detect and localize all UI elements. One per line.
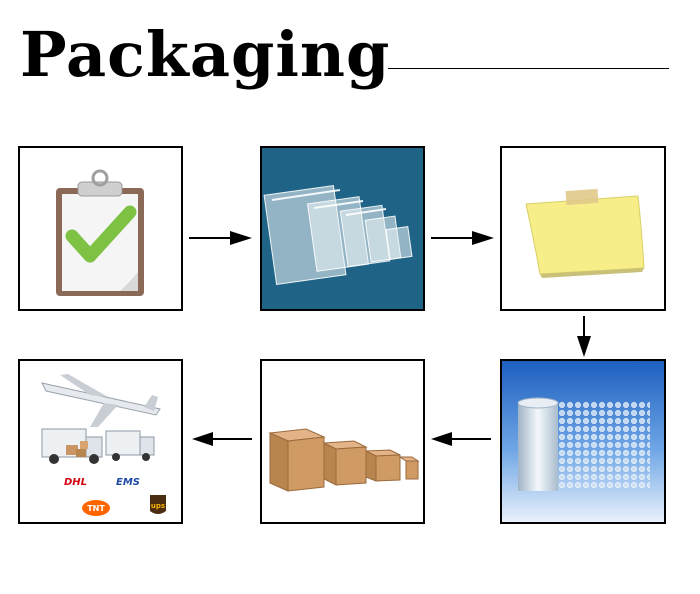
ems-logo: EMS	[116, 477, 140, 488]
ups-logo: ups	[151, 502, 165, 510]
cartons-icon	[268, 428, 420, 492]
tnt-logo-badge	[82, 500, 110, 516]
arrow-step1-to-step2	[188, 230, 254, 246]
step-shipping: DHL EMS TNT ups	[18, 359, 183, 524]
sticky-note-icon	[525, 188, 645, 278]
title-underline	[388, 68, 669, 69]
airplane-icon	[41, 374, 161, 427]
step-cartons	[260, 359, 425, 524]
step-checklist	[18, 146, 183, 311]
arrow-step2-to-step3	[430, 230, 496, 246]
dhl-logo: DHL	[64, 477, 87, 488]
bubble-wrap-icon	[502, 361, 664, 522]
page-title: Packaging	[20, 18, 391, 91]
arrow-step4-to-step5	[430, 431, 492, 447]
step-sticky-note	[500, 146, 666, 311]
arrow-step3-to-step4	[576, 316, 592, 358]
arrow-step5-to-step6	[191, 431, 253, 447]
zip-bags-icon	[263, 185, 413, 285]
step-zip-bags	[260, 146, 425, 311]
clipboard-checkmark-icon	[56, 169, 144, 296]
truck-icon	[41, 428, 155, 464]
ups-shield	[150, 495, 166, 514]
tnt-logo: TNT	[87, 504, 105, 513]
shipping-icon: DHL EMS TNT ups	[41, 374, 166, 516]
step-bubble-wrap	[500, 359, 666, 524]
